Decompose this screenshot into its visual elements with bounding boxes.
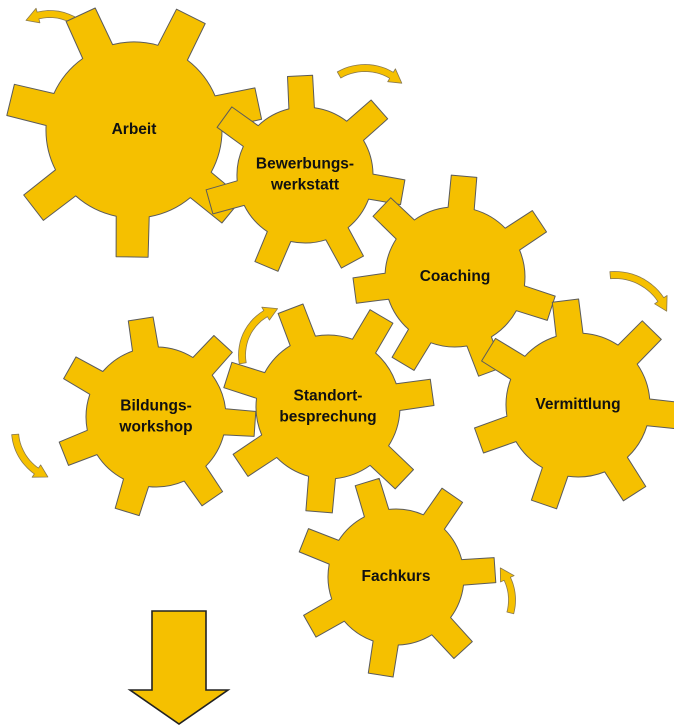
gear-label-bewerbungswerkstatt-line-2: werkstatt [270, 177, 339, 194]
cycle-arrow-bottom-right-icon [499, 567, 516, 615]
gear-coaching [352, 174, 556, 377]
gear-vermittlung [474, 298, 674, 510]
cycle-arrow-top-middle-icon [336, 64, 403, 84]
gear-labels: ArbeitBewerbungs-werkstattCoachingBildun… [112, 121, 621, 585]
gear-arbeit [6, 7, 263, 258]
cycle-arrow-left-icon [11, 433, 49, 478]
gear-standortbesprechung [223, 303, 435, 514]
gear-bildungsworkshop [58, 316, 257, 517]
gear-group [6, 7, 674, 678]
gear-label-coaching: Coaching [420, 268, 491, 285]
down-arrow-icon [127, 610, 231, 725]
gear-label-standortbesprechung-line-1: Standort- [294, 388, 363, 405]
gear-fachkurs [298, 477, 497, 678]
gear-bewerbungswerkstatt [205, 74, 406, 272]
gear-label-fachkurs: Fachkurs [362, 568, 431, 585]
cycle-arrow-center-icon [238, 306, 278, 365]
gear-label-vermittlung: Vermittlung [535, 396, 620, 413]
gear-label-standortbesprechung-line-2: besprechung [279, 409, 376, 426]
gear-label-bildungsworkshop-line-1: Bildungs- [120, 398, 191, 415]
gear-label-arbeit: Arbeit [112, 121, 157, 138]
gear-label-bildungsworkshop-line-2: workshop [118, 419, 192, 436]
cycle-arrows [11, 7, 668, 615]
cycle-arrow-right-icon [609, 271, 668, 312]
gear-label-bewerbungswerkstatt-line-1: Bewerbungs- [256, 156, 354, 173]
